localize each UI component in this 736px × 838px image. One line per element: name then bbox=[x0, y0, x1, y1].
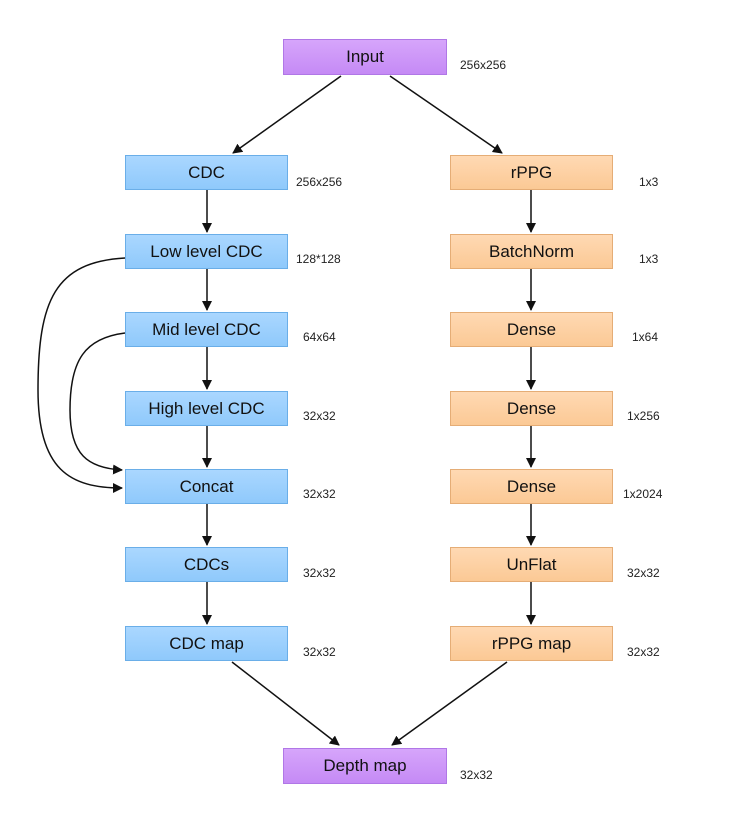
skip-arrow-mid-to-concat bbox=[69, 332, 126, 475]
dense-3-label: Dense bbox=[506, 476, 557, 496]
dense-3-dim: 1x2024 bbox=[623, 487, 663, 501]
rppg-dim: 1x3 bbox=[639, 175, 659, 189]
unflat-node: UnFlat bbox=[450, 547, 613, 582]
high-level-cdc-node: High level CDC bbox=[125, 391, 288, 426]
cdcs-dim: 32x32 bbox=[303, 566, 336, 580]
cdcs-node: CDCs bbox=[125, 547, 288, 582]
cdcs-label: CDCs bbox=[183, 554, 230, 574]
arrow-cdcmap-to-depth bbox=[231, 661, 340, 746]
depth-map-label: Depth map bbox=[323, 756, 407, 775]
rppg-map-dim: 32x32 bbox=[627, 645, 660, 659]
input-dim: 256x256 bbox=[460, 58, 507, 72]
dense-2-node: Dense bbox=[450, 391, 613, 426]
cdc-label: CDC bbox=[188, 162, 225, 182]
dense-2-label: Dense bbox=[506, 398, 557, 418]
mid-level-cdc-dim: 64x64 bbox=[303, 330, 336, 344]
low-level-cdc-node: Low level CDC bbox=[125, 234, 288, 269]
mid-level-cdc-label: Mid level CDC bbox=[152, 319, 261, 339]
low-level-cdc-label: Low level CDC bbox=[150, 241, 263, 261]
low-level-cdc-dim: 128*128 bbox=[296, 252, 341, 266]
dense-2-dim: 1x256 bbox=[627, 409, 660, 423]
cdc-map-node: CDC map bbox=[125, 626, 288, 661]
rppg-node: rPPG bbox=[450, 155, 613, 190]
high-level-cdc-dim: 32x32 bbox=[303, 409, 336, 423]
arrow-input-to-rppg bbox=[389, 75, 503, 154]
concat-label: Concat bbox=[179, 476, 234, 496]
input-node: Input bbox=[283, 39, 447, 75]
batchnorm-dim: 1x3 bbox=[639, 252, 659, 266]
batchnorm-label: BatchNorm bbox=[488, 241, 575, 261]
arrow-input-to-cdc bbox=[232, 75, 342, 154]
unflat-dim: 32x32 bbox=[627, 566, 660, 580]
mid-level-cdc-node: Mid level CDC bbox=[125, 312, 288, 347]
cdc-map-dim: 32x32 bbox=[303, 645, 336, 659]
cdc-dim: 256x256 bbox=[296, 175, 343, 189]
skip-arrow-low-to-concat bbox=[37, 257, 126, 493]
batchnorm-node: BatchNorm bbox=[450, 234, 613, 269]
input-label: Input bbox=[346, 47, 384, 66]
dense-1-label: Dense bbox=[506, 319, 557, 339]
dense-1-node: Dense bbox=[450, 312, 613, 347]
cdc-node: CDC bbox=[125, 155, 288, 190]
depth-map-node: Depth map bbox=[283, 748, 447, 784]
cdc-map-label: CDC map bbox=[169, 633, 244, 653]
dense-1-dim: 1x64 bbox=[632, 330, 659, 344]
rppg-map-node: rPPG map bbox=[450, 626, 613, 661]
concat-dim: 32x32 bbox=[303, 487, 336, 501]
high-level-cdc-label: High level CDC bbox=[148, 398, 265, 418]
arrow-rppgmap-to-depth bbox=[391, 661, 508, 746]
concat-node: Concat bbox=[125, 469, 288, 504]
dense-3-node: Dense bbox=[450, 469, 613, 504]
unflat-label: UnFlat bbox=[506, 554, 557, 574]
rppg-label: rPPG bbox=[510, 162, 553, 182]
depth-map-dim: 32x32 bbox=[460, 768, 493, 782]
rppg-map-label: rPPG map bbox=[491, 633, 572, 653]
